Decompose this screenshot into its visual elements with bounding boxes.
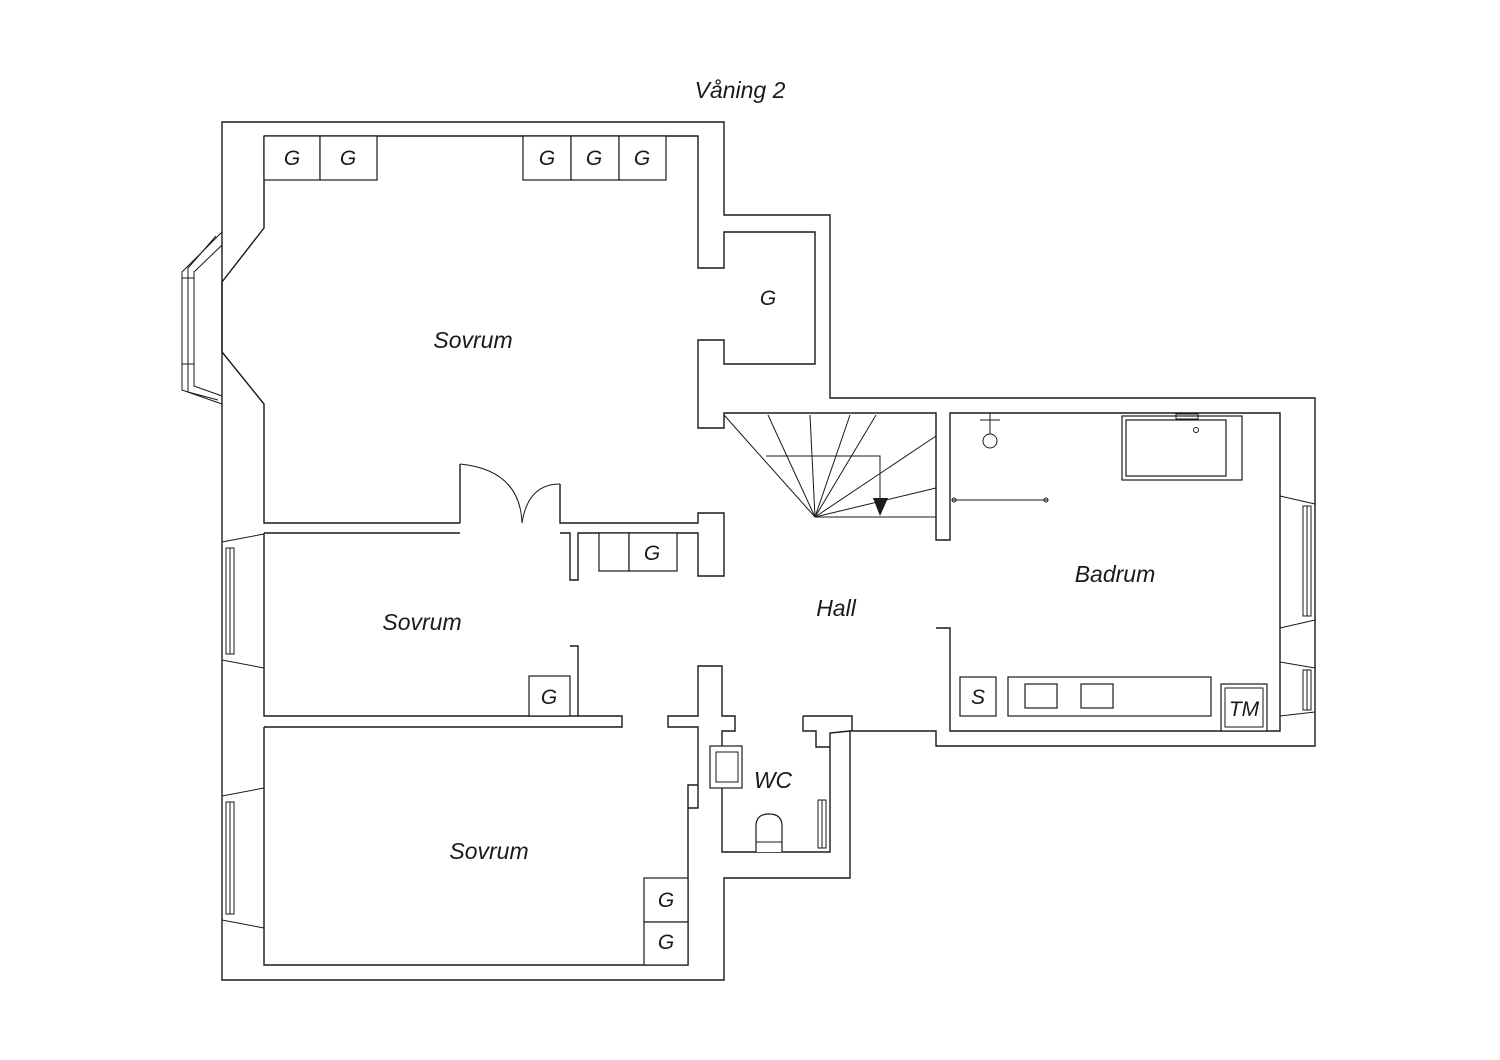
wardrobe-label: G	[658, 931, 674, 954]
wardrobe-label: G	[539, 147, 555, 170]
bay-window	[181, 231, 223, 405]
window-wc	[817, 799, 827, 849]
wardrobe-label: G	[634, 147, 650, 170]
wardrobe-mid-bedroom	[528, 675, 571, 717]
wardrobe-wall-mid	[559, 484, 725, 581]
wardrobe-bottom-bedroom	[643, 877, 689, 966]
mid-bedroom-right-wall	[570, 645, 579, 716]
vanity-counter	[1007, 676, 1212, 717]
room-label-top-bedroom: Sovrum	[433, 327, 512, 353]
wardrobe-label: G	[284, 147, 300, 170]
toilet-icon	[755, 813, 783, 852]
double-door	[459, 463, 561, 524]
washing-machine-label: TM	[1229, 698, 1260, 721]
bathtub	[1121, 413, 1243, 481]
washing-machine-box	[1220, 683, 1268, 732]
wardrobe-hall	[598, 532, 678, 572]
shower-screen	[951, 497, 1049, 503]
shower-area-box	[959, 676, 997, 717]
shower-area-label: S	[971, 686, 985, 709]
room-label-hall: Hall	[816, 595, 857, 621]
room-label-mid-bedroom: Sovrum	[382, 609, 461, 635]
wc-left-jog	[687, 784, 698, 808]
outer-wall	[221, 121, 1316, 981]
wardrobe-label: G	[340, 147, 356, 170]
top-bedroom-inner-wall	[264, 135, 1281, 732]
window-bathroom-upper	[1279, 495, 1316, 629]
shower-head-icon	[980, 413, 1000, 449]
window-mid-bedroom	[221, 533, 265, 669]
window-bathroom-lower	[1279, 661, 1316, 717]
wardrobe-label: G	[586, 147, 602, 170]
wardrobe-label: G	[644, 542, 660, 565]
floor-title: Våning 2	[695, 77, 786, 103]
wc-sink	[709, 745, 743, 789]
stair-arrow-icon	[873, 498, 888, 516]
top-bedroom-left-wall	[221, 136, 460, 524]
room-label-bottom-bedroom: Sovrum	[449, 838, 528, 864]
wardrobe-label: G	[541, 686, 557, 709]
window-bottom-bedroom	[221, 787, 265, 929]
partition-top-mid	[263, 464, 851, 966]
wardrobe-group-top-right	[522, 135, 667, 181]
wardrobe-group-top-left	[263, 135, 378, 181]
wc-right-wall	[802, 715, 853, 748]
room-label-bathroom: Badrum	[1075, 561, 1156, 587]
room-label-wc: WC	[754, 767, 793, 793]
wardrobe-label: G	[760, 287, 776, 310]
wardrobe-label: G	[658, 889, 674, 912]
staircase	[723, 414, 937, 518]
